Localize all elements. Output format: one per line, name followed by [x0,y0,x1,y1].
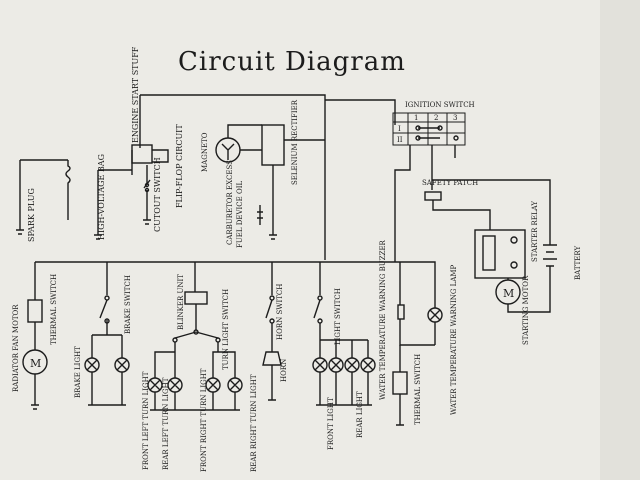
label-front-light: FRONT LIGHT [327,397,335,450]
label-spark-plug: SPARK PLUG [27,188,36,242]
label-starter-relay: STARTER RELAY [531,201,539,262]
label-horn: HORN [280,359,288,382]
starting-motor-symbol: M [503,287,514,300]
label-safety-patch: SAFETY PATCH [422,179,478,187]
label-water-temperature-warning-lamp: WATER TEMPERATURE WARNING LAMP [450,264,458,415]
ignition-col-3: 3 [453,114,457,122]
label-selenium-rectifier: SELENIUM RECTIFIER [291,99,299,185]
ignition-col-1: 1 [414,114,418,122]
label-blinker-unit: BLINKER UNIT [177,274,185,330]
label-thermal-switch-right: THERMAL SWITCH [414,354,422,425]
label-ignition-switch: IGNITION SWITCH [405,101,475,109]
starter-group [474,229,557,313]
label-cutout-switch: CUTOUT SWITCH [153,157,162,232]
label-magneto: MAGNETO [201,132,209,172]
label-starting-motor: STARTING MOTOR [522,275,530,345]
label-high-voltage-bag: HIGH-VOLTAGE BAG [97,154,106,240]
label-horn-switch: HORN SWITCH [276,284,284,340]
label-turn-light-switch: TURN LIGHT SWITCH [222,289,230,370]
label-fuel-device-oil: FUEL DEVICE OIL [236,181,244,248]
label-radiator-fan-motor: RADIATOR FAN MOTOR [12,304,20,392]
component-labels: SPARK PLUG HIGH-VOLTAGE BAG ENGINE START… [12,46,582,472]
label-brake-switch: BRAKE SWITCH [124,275,132,334]
ignition-row-1: I [398,125,401,133]
fan-motor-symbol: M [30,357,41,370]
label-flip-flop-circuit: FLIP-FLOP CIRCUIT [175,124,184,208]
label-rear-right-turn-light: REAR RIGHT TURN LIGHT [250,374,258,472]
label-front-left-turn-light: FRONT LEFT TURN LIGHT [142,371,150,470]
label-carburetor-excess: CARBURETOR EXCESS [226,160,234,245]
upper-wiring [16,94,396,260]
label-front-right-turn-light: FRONT RIGHT TURN LIGHT [200,368,208,472]
ignition-switch-table [392,112,551,262]
ignition-col-2: 2 [434,114,438,122]
lower-wiring [22,261,443,426]
diagram-title: Circuit Diagram [178,47,406,77]
label-water-temperature-warning-buzzer: WATER TEMPERATURE WARNING BUZZER [379,239,387,400]
label-engine-start-stuff: ENGINE START STUFF [131,46,140,143]
label-light-switch: LIGHT SWITCH [334,288,342,345]
ignition-row-2: II [397,136,403,144]
label-brake-light: BRAKE LIGHT [74,346,82,398]
label-battery: BATTERY [574,246,582,280]
paper-edge-shadow [600,0,640,480]
label-rear-light: REAR LIGHT [356,391,364,438]
ignition-table-text: 1 2 3 I II [397,114,457,144]
label-thermal-switch-left: THERMAL SWITCH [50,274,58,345]
label-rear-left-turn-light: REAR LEFT TURN LIGHT [162,377,170,470]
